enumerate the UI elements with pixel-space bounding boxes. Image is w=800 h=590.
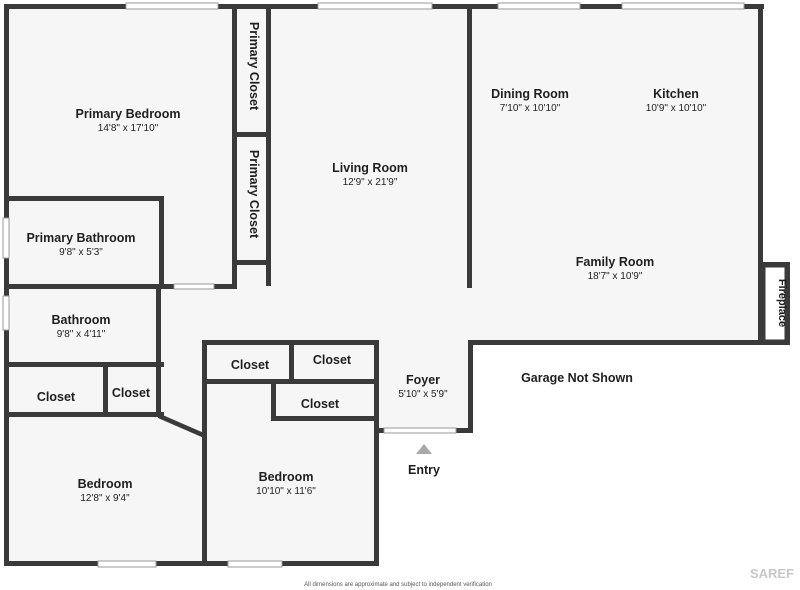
wall-living-dining [467,8,472,288]
wall-family-bottom [468,340,763,345]
label-living-room: Living Room [332,161,408,175]
label-dining-room: Dining Room [491,87,569,101]
label-primary-bathroom: Primary Bathroom [26,231,135,245]
wall-closets-bottom [202,379,379,384]
label-kitchen: Kitchen [653,87,699,101]
wall-living-left [266,8,271,286]
dims-family-room: 18'7" x 10'9" [588,271,643,282]
label-closet-small: Closet [112,386,151,400]
wall-pb-bottom [4,196,164,201]
label-bedroom-1: Bedroom [78,477,133,491]
wall-closet-b2-bottom [271,416,379,421]
wall-bath-bottom [4,362,164,367]
dims-foyer: 5'10" x 5'9" [398,389,448,400]
wall-closet-sep1 [232,132,271,137]
wall-closets-mid [289,340,294,383]
label-primary-closet-2: Primary Closet [247,150,261,239]
wall-corridor-top [4,284,237,289]
label-closet-bedroom2: Closet [301,397,340,411]
dims-kitchen: 10'9" x 10'10" [646,103,707,114]
window-kitchen [621,2,745,10]
label-foyer: Foyer [406,373,440,387]
wall-foyer-right [468,340,473,433]
label-entry: Entry [408,463,440,477]
wall-pbath-right [159,196,164,288]
label-garage: Garage Not Shown [521,371,633,385]
door-gap-corridor [173,283,215,290]
wall-bedroom1-right [202,340,207,566]
wall-bedroom2-right [374,340,379,566]
dims-bathroom: 9'8" x 4'11" [57,329,106,340]
watermark-logo: SAREF [750,566,794,581]
wall-closet-small-right [156,367,161,417]
label-primary-bedroom: Primary Bedroom [76,107,181,121]
fireplace-box [764,266,786,341]
label-closet-mid-left: Closet [231,358,270,372]
label-family-room: Family Room [576,255,655,269]
window-primary-bedroom [125,2,219,10]
floor-lower [8,365,378,565]
window-primary-bath [2,217,10,259]
dims-living-room: 12'9" x 21'9" [343,177,398,188]
window-dining [497,2,581,10]
walls [4,4,790,566]
wall-closet-bottom [4,412,164,417]
dims-bedroom-1: 12'8" x 9'4" [80,493,130,504]
dims-dining-room: 7'10" x 10'10" [500,103,561,114]
wall-closet-left [232,8,237,288]
room-labels: Primary Bedroom 14'8" x 17'10" Primary C… [26,22,788,504]
dims-primary-bedroom: 14'8" x 17'10" [98,123,159,134]
label-bathroom: Bathroom [51,313,110,327]
window-bedroom1 [97,560,157,568]
wall-closet-b2-left [271,384,276,420]
label-primary-closet-1: Primary Closet [247,22,261,111]
wall-closet-sep2 [232,260,271,265]
wall-diagonal [158,413,204,438]
window-bedroom2 [227,560,283,568]
window-living-room [317,2,433,10]
disclaimer-text: All dimensions are approximate and subje… [304,582,492,588]
window-bath [2,295,10,331]
dims-primary-bathroom: 9'8" x 5'3" [59,247,103,258]
label-closet-mid-right: Closet [313,353,352,367]
label-fireplace: Fireplace [776,279,788,327]
label-bedroom-2: Bedroom [259,470,314,484]
windows [2,2,745,568]
wall-right [758,4,763,345]
door-entry [383,427,457,434]
wall-bottom [4,561,379,566]
wall-bath-right [156,284,161,367]
entry-arrow-icon [416,444,432,454]
dims-bedroom-2: 10'10" x 11'6" [256,486,316,497]
wall-closet-divider [103,367,108,415]
label-closet-left: Closet [37,390,76,404]
